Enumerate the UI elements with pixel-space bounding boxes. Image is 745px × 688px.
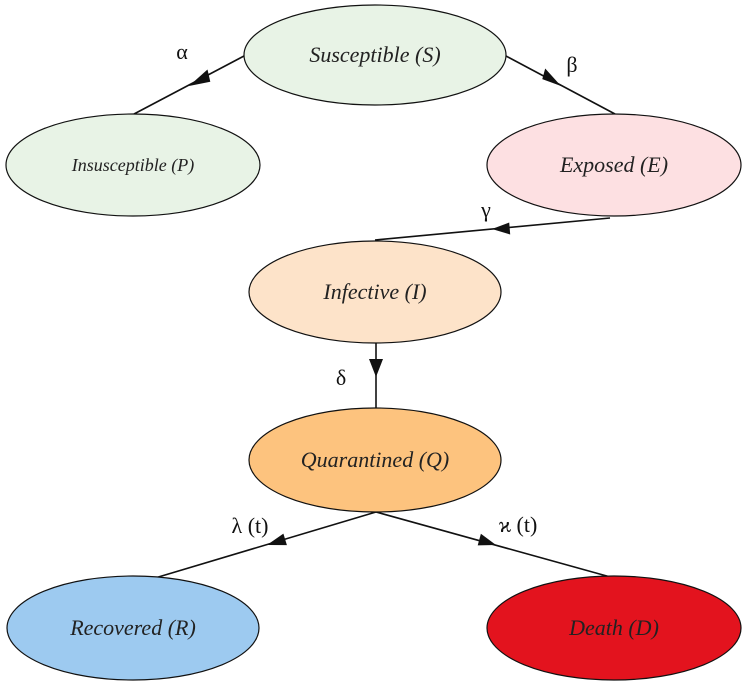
edge-kappa: ϰ (t) [375, 511, 615, 579]
node-infective-shape [248, 240, 502, 344]
node-susceptible-label: Susceptible (S) [309, 42, 440, 67]
arrow-lambda-head [267, 533, 287, 546]
node-recovered-label: Recovered (R) [69, 615, 196, 640]
edge-lambda: λ (t) [154, 511, 377, 579]
arrow-delta-head [369, 359, 383, 377]
node-quarantined: Quarantined (Q) [248, 407, 502, 513]
edge-label-alpha: α [176, 39, 188, 64]
node-exposed-label: Exposed (E) [559, 152, 668, 177]
node-death-label: Death (D) [568, 615, 659, 640]
node-death-shape [486, 575, 742, 681]
arrow-alpha-head [189, 69, 211, 86]
node-death: Death (D) [486, 575, 742, 681]
node-recovered: Recovered (R) [6, 575, 260, 681]
edge-label-delta: δ [336, 365, 346, 390]
edge-label-gamma: γ [480, 197, 491, 222]
edge-delta: δ [336, 343, 383, 408]
edge-gamma: γ [374, 197, 611, 241]
node-susceptible: Susceptible (S) [243, 4, 507, 106]
node-insusceptible: Insusceptible (P) [5, 113, 261, 217]
edge-alpha: α [133, 39, 245, 115]
node-infective: Infective (I) [248, 240, 502, 344]
edge-beta: β [505, 52, 616, 115]
node-exposed-shape [486, 113, 742, 217]
node-quarantined-label: Quarantined (Q) [301, 447, 449, 472]
arrow-gamma-head [492, 222, 511, 235]
node-insusceptible-label: Insusceptible (P) [71, 155, 194, 176]
arrow-beta-head [542, 68, 561, 86]
edge-label-beta: β [566, 52, 577, 77]
edge-label-kappa: ϰ (t) [499, 512, 538, 537]
node-exposed: Exposed (E) [486, 113, 742, 217]
node-susceptible-shape [243, 4, 507, 106]
node-insusceptible-shape [5, 113, 261, 217]
arrow-kappa-head [477, 533, 496, 546]
node-quarantined-shape [248, 407, 502, 513]
node-recovered-shape [6, 575, 260, 681]
edge-label-lambda: λ (t) [232, 513, 269, 538]
node-infective-label: Infective (I) [322, 279, 426, 304]
